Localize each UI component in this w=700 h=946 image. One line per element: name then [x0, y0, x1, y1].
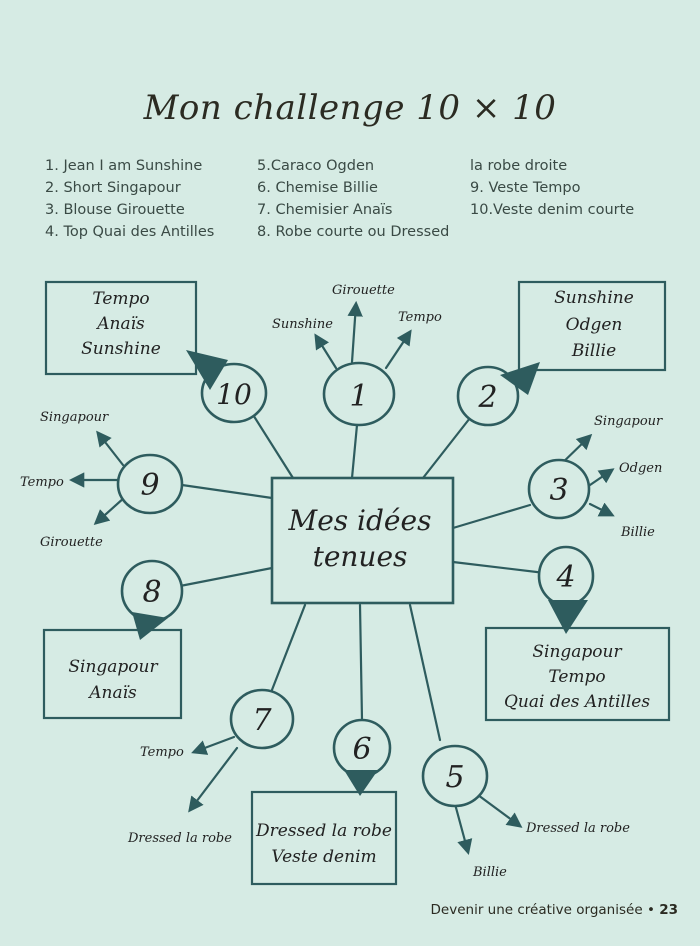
leaf-label: Tempo	[140, 745, 184, 760]
box-line: Anaïs	[95, 314, 145, 334]
leaf-label: Sunshine	[272, 317, 333, 332]
connector-line	[180, 483, 274, 500]
center-line1: Mes idées	[288, 504, 432, 537]
box-line: Singapour	[532, 642, 622, 662]
node-circle-7	[229, 688, 295, 750]
leaf-label: Billie	[620, 525, 655, 540]
arrow	[347, 300, 363, 364]
arrow	[96, 430, 125, 467]
leaf-label: Billie	[472, 865, 507, 880]
box-line: Dressed la robe	[255, 821, 392, 841]
arrow	[314, 333, 338, 370]
node-circle-10	[200, 362, 268, 424]
footer-separator: •	[646, 902, 655, 918]
box-line: Tempo	[92, 289, 149, 309]
box-line: Billie	[571, 341, 616, 361]
box-6	[250, 790, 398, 886]
box-10	[44, 280, 198, 376]
center-line2: tenues	[313, 540, 408, 573]
pointer-triangle	[548, 600, 588, 634]
node-number-8: 8	[142, 575, 161, 610]
leaf-label: Girouette	[332, 283, 395, 298]
node-circle-2	[456, 365, 520, 427]
arrow	[588, 502, 615, 517]
leaf-label: Odgen	[619, 461, 662, 476]
node-circle-1	[322, 361, 396, 427]
list-item: 4. Top Quai des Antilles	[45, 224, 215, 240]
node-number-6: 6	[352, 732, 371, 767]
center-box	[270, 476, 455, 605]
list-item: 3. Blouse Girouette	[45, 202, 185, 218]
leaf-label: Tempo	[398, 310, 442, 325]
connector-line	[178, 566, 274, 588]
node-circle-5	[421, 744, 489, 808]
box-line: Tempo	[548, 667, 605, 687]
box-4	[484, 626, 671, 722]
node-number-10: 10	[216, 378, 252, 411]
box-line: Veste denim	[271, 847, 376, 867]
arrow	[191, 735, 236, 755]
arrow	[93, 495, 127, 526]
node-number-9: 9	[140, 468, 159, 503]
leaf-label: Dressed la robe	[525, 821, 630, 836]
leaf-label: Girouette	[40, 535, 103, 550]
connector-line	[451, 560, 547, 575]
footer-text: Devenir une créative organisée	[430, 902, 643, 918]
page-title: Mon challenge 10 × 10	[143, 88, 557, 128]
node-number-2: 2	[477, 380, 497, 415]
list-item: 9. Veste Tempo	[470, 180, 581, 196]
list-item: 10.Veste denim courte	[470, 202, 635, 218]
arrow	[384, 329, 412, 370]
node-number-4: 4	[555, 560, 575, 595]
connector-line	[248, 408, 295, 480]
box-line: Sunshine	[81, 339, 161, 359]
pointer-triangle	[186, 350, 228, 390]
list-item: 2. Short Singapour	[45, 180, 181, 196]
list-item: la robe droite	[470, 158, 568, 174]
arrow	[453, 802, 473, 855]
box-8	[42, 628, 183, 720]
box-line: Odgen	[566, 315, 623, 335]
pointer-triangle	[344, 770, 378, 796]
box-line: Sunshine	[554, 288, 634, 308]
connector-line	[451, 503, 532, 530]
box-line: Quai des Antilles	[504, 692, 650, 712]
node-circle-9	[116, 453, 184, 515]
challenge-list-col3: la robe droite 9. Veste Tempo 10.Veste d…	[470, 155, 634, 221]
connector-line	[358, 603, 364, 722]
box-line: Anaïs	[87, 683, 137, 703]
arrow	[476, 793, 523, 828]
node-number-7: 7	[252, 703, 272, 738]
connector-line	[408, 603, 442, 742]
node-number-1: 1	[349, 379, 368, 414]
leaf-label: Singapour	[40, 410, 109, 425]
list-item: 8. Robe courte ou Dressed	[257, 224, 450, 240]
arrow	[588, 468, 615, 487]
node-circle-3	[527, 458, 591, 520]
box-2	[517, 280, 667, 372]
list-item: 7. Chemisier Anaïs	[257, 202, 393, 218]
connector-line	[421, 416, 472, 480]
page-footer: Devenir une créative organisée • 23	[431, 902, 678, 918]
connector-line	[268, 603, 307, 697]
page-number: 23	[659, 902, 678, 918]
node-number-3: 3	[549, 473, 568, 508]
list-item: 1. Jean I am Sunshine	[45, 158, 203, 174]
box-line: Singapour	[68, 657, 158, 677]
pointer-triangle	[500, 362, 540, 395]
pointer-triangle	[132, 612, 168, 640]
arrow	[188, 746, 239, 813]
node-number-5: 5	[445, 760, 464, 795]
leaf-label: Singapour	[594, 414, 663, 429]
connector-line	[350, 423, 359, 480]
leaf-label: Dressed la robe	[127, 831, 232, 846]
leaf-label: Tempo	[20, 475, 64, 490]
list-item: 5.Caraco Ogden	[257, 158, 375, 174]
list-item: 6. Chemise Billie	[257, 180, 378, 196]
challenge-list-col2: 5.Caraco Ogden 6. Chemise Billie 7. Chem…	[257, 155, 449, 243]
challenge-list-col1: 1. Jean I am Sunshine 2. Short Singapour…	[45, 155, 214, 243]
